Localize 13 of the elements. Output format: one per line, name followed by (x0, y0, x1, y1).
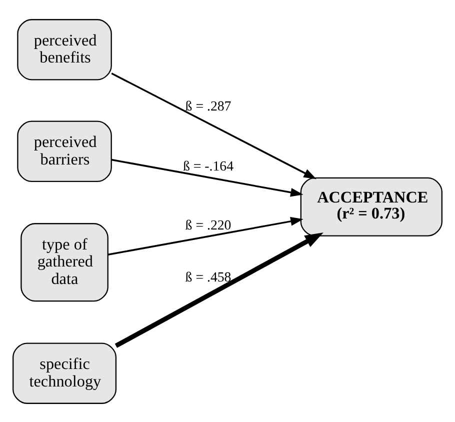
edge-label: ß = .287 (185, 98, 232, 114)
node-box: specific technology (12, 342, 117, 404)
node-box: perceived barriers (17, 120, 112, 182)
arrow (114, 232, 324, 348)
arrow (111, 158, 304, 196)
edge-label: ß = -.164 (183, 159, 234, 174)
arrow (111, 72, 316, 179)
node-box: ACCEPTANCE (r² = 0.73) (300, 176, 442, 236)
edge-label: ß = .458 (185, 270, 232, 286)
node-box: type of gathered data (20, 222, 108, 302)
edge-label: ß = .220 (185, 218, 232, 234)
node-box: perceived benefits (17, 18, 112, 80)
arrow (108, 216, 304, 255)
